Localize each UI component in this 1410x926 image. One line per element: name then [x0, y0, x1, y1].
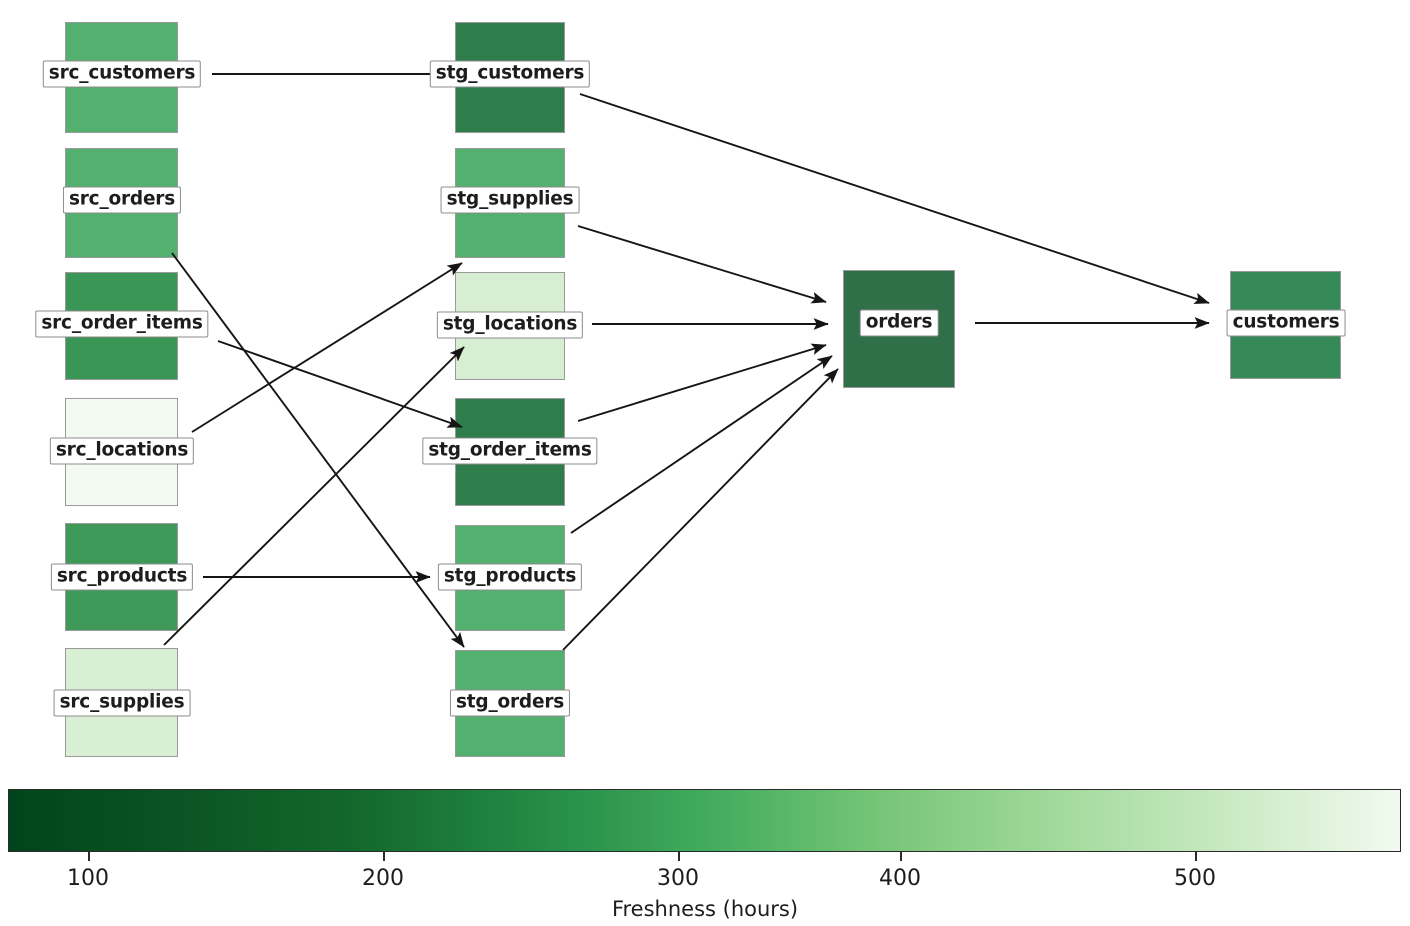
node-label-stg_supplies[interactable]: stg_supplies [440, 186, 580, 214]
node-label-stg_locations[interactable]: stg_locations [436, 311, 584, 339]
edge-stg_orders-orders [562, 368, 839, 651]
node-label-src_supplies[interactable]: src_supplies [53, 689, 191, 717]
node-label-stg_customers[interactable]: stg_customers [429, 60, 591, 88]
node-label-src_orders[interactable]: src_orders [62, 186, 182, 214]
edge-stg_products-orders [570, 355, 833, 534]
colorbar-tick-label-500: 500 [1174, 866, 1216, 891]
node-label-src_order_items[interactable]: src_order_items [35, 310, 209, 338]
colorbar-tick-100 [88, 852, 90, 861]
edge-src_order_items-stg_order_items [217, 340, 463, 428]
colorbar-tick-label-100: 100 [67, 866, 109, 891]
node-label-src_locations[interactable]: src_locations [49, 437, 195, 465]
node-label-src_customers[interactable]: src_customers [42, 60, 202, 88]
edge-src_orders-stg_orders [171, 252, 465, 648]
colorbar-title: Freshness (hours) [611, 897, 799, 921]
edge-stg_supplies-orders [577, 225, 827, 304]
colorbar-tick-label-200: 200 [362, 866, 404, 891]
node-label-stg_order_items[interactable]: stg_order_items [422, 437, 598, 465]
edge-src_supplies-stg_supplies [163, 346, 465, 646]
colorbar-tick-300 [678, 852, 680, 861]
node-label-customers[interactable]: customers [1226, 309, 1346, 337]
colorbar [8, 789, 1401, 852]
colorbar-gradient [9, 790, 1400, 851]
colorbar-tick-200 [383, 852, 385, 861]
node-label-stg_orders[interactable]: stg_orders [449, 689, 571, 717]
edge-stg_order_items-orders [577, 343, 827, 422]
node-label-src_products[interactable]: src_products [50, 563, 194, 591]
node-label-stg_products[interactable]: stg_products [437, 563, 583, 591]
colorbar-tick-label-400: 400 [879, 866, 921, 891]
node-label-orders[interactable]: orders [859, 309, 939, 337]
colorbar-tick-label-300: 300 [657, 866, 699, 891]
colorbar-tick-400 [900, 852, 902, 861]
colorbar-tick-500 [1195, 852, 1197, 861]
edge-src_locations-stg_locations [191, 262, 463, 433]
